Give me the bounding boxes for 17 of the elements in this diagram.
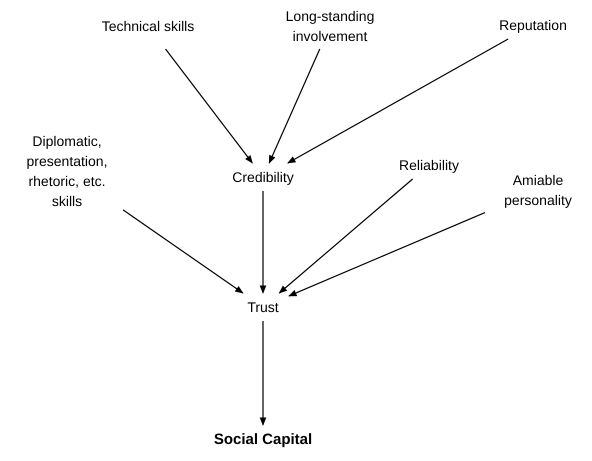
node-label: Reputation <box>488 14 578 36</box>
arrow <box>165 48 253 164</box>
arrow <box>122 209 244 294</box>
node-label: Amiable personality <box>488 170 588 210</box>
node-label: Reliability <box>386 154 472 176</box>
arrow <box>268 48 320 164</box>
arrow <box>260 321 266 426</box>
node-label: Diplomatic, presentation, rhetoric, etc. skills <box>14 130 120 212</box>
node-label: Long-standing involvement <box>262 6 398 46</box>
arrow <box>260 191 266 294</box>
node-label: Social Capital <box>196 428 330 452</box>
node-label: Credibility <box>218 166 308 188</box>
arrow <box>288 212 486 296</box>
node-label: Technical skills <box>100 6 196 46</box>
arrow <box>287 38 508 164</box>
arrow <box>278 178 414 294</box>
node-label: Trust <box>240 296 286 318</box>
